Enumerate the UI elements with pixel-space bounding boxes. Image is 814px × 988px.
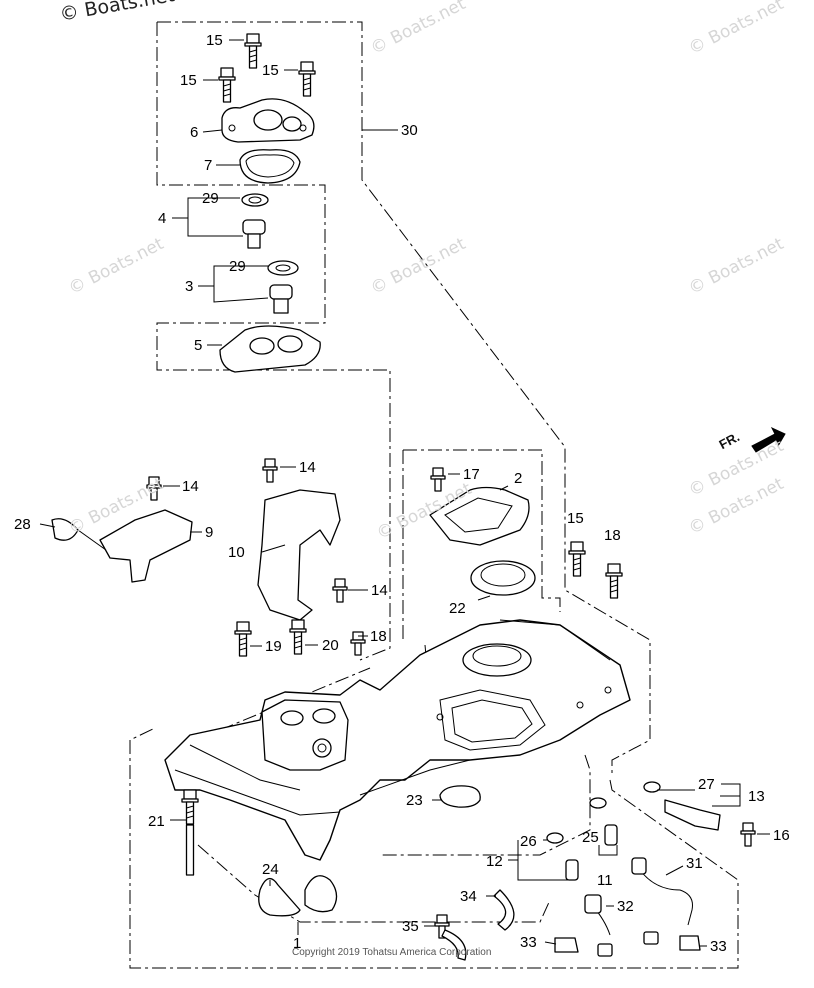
callout-32: 32	[617, 898, 634, 915]
callout-1: 1	[293, 935, 301, 952]
callout-5: 5	[194, 337, 202, 354]
callout-17: 17	[463, 466, 480, 483]
lower-parts	[181, 781, 756, 917]
callout-18: 18	[370, 628, 387, 645]
front-direction-arrow	[751, 426, 786, 453]
callout-14: 14	[371, 582, 388, 599]
callout-12: 12	[486, 853, 503, 870]
thermostat-cover-assembly	[218, 33, 316, 184]
callout-3: 3	[185, 278, 193, 295]
callout-21: 21	[148, 813, 165, 830]
callout-27: 27	[698, 776, 715, 793]
copyright-text: Copyright 2019 Tohatsu America Corporati…	[292, 947, 492, 958]
leader-lines	[39, 39, 770, 947]
callout-15: 15	[180, 72, 197, 89]
harness-parts	[434, 857, 701, 961]
thermostat-parts	[219, 193, 321, 373]
callout-28: 28	[14, 516, 31, 533]
callout-29: 29	[202, 190, 219, 207]
callout-9: 9	[205, 524, 213, 541]
main-housing	[164, 619, 631, 861]
callout-31: 31	[686, 855, 703, 872]
callout-19: 19	[265, 638, 282, 655]
callout-23: 23	[406, 792, 423, 809]
callout-24: 24	[262, 861, 279, 878]
callout-29: 29	[229, 258, 246, 275]
callout-15: 15	[567, 510, 584, 527]
callout-33: 33	[710, 938, 727, 955]
brackets	[51, 458, 348, 621]
callout-26: 26	[520, 833, 537, 850]
callout-30: 30	[401, 122, 418, 139]
callout-10: 10	[228, 544, 245, 561]
callout-6: 6	[190, 124, 198, 141]
callout-33: 33	[520, 934, 537, 951]
callout-11: 11	[597, 872, 613, 889]
callout-14: 14	[299, 459, 316, 476]
callout-34: 34	[460, 888, 477, 905]
callout-25: 25	[582, 829, 599, 846]
callouts: 15 15 15 6 7 30 29 4 29 3 5 14 14 9 28 1…	[14, 32, 790, 955]
callout-7: 7	[204, 157, 212, 174]
callout-18: 18	[604, 527, 621, 544]
callout-15: 15	[206, 32, 223, 49]
callout-22: 22	[449, 600, 466, 617]
callout-35: 35	[402, 918, 419, 935]
cover-and-seal	[234, 467, 623, 657]
callout-20: 20	[322, 637, 339, 654]
callout-15: 15	[262, 62, 279, 79]
callout-13: 13	[748, 788, 765, 805]
callout-14: 14	[182, 478, 199, 495]
callout-16: 16	[773, 827, 790, 844]
callout-4: 4	[158, 210, 166, 227]
callout-2: 2	[514, 470, 522, 487]
